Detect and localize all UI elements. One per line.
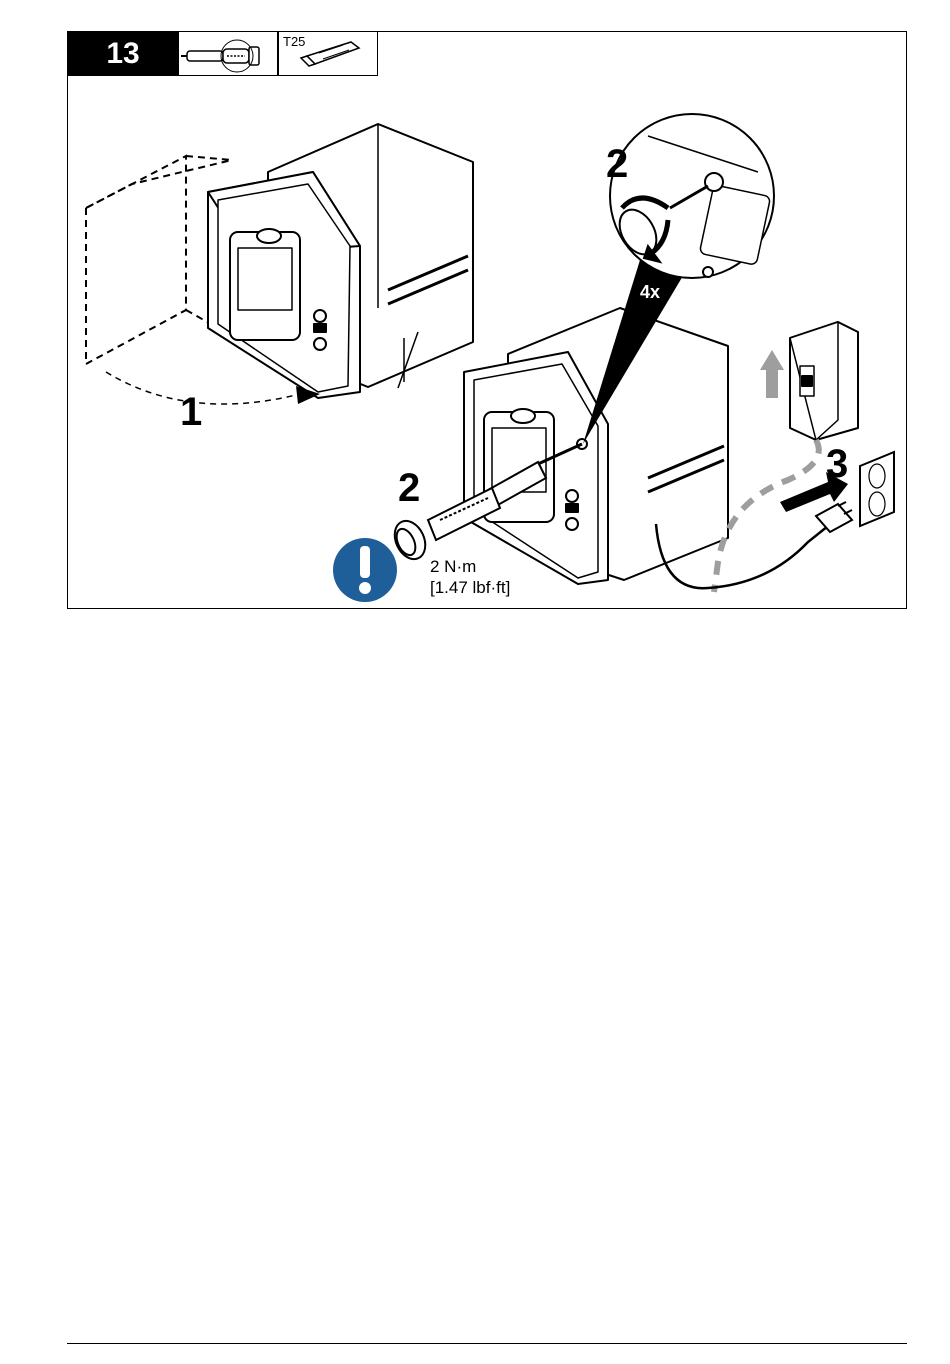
torque-spec: 2 N·m [1.47 lbf·ft] bbox=[430, 556, 510, 598]
callout-step-2-detail: 2 bbox=[606, 144, 628, 184]
exclamation-notice-icon bbox=[333, 538, 397, 602]
repeat-count-badge: 4x bbox=[640, 282, 660, 303]
callout-step-2-driver: 2 bbox=[398, 468, 420, 508]
torque-metric: 2 N·m bbox=[430, 556, 510, 577]
power-plug bbox=[816, 502, 852, 532]
torque-imperial: [1.47 lbf·ft] bbox=[430, 577, 510, 598]
controller-left bbox=[208, 124, 473, 398]
detail-magnifier bbox=[610, 114, 774, 278]
power-switch-box bbox=[790, 322, 858, 440]
callout-step-3: 3 bbox=[826, 444, 848, 484]
wall-outlet bbox=[860, 452, 894, 526]
instruction-figure: 13 T25 bbox=[67, 31, 907, 609]
controller-right bbox=[464, 308, 728, 584]
insert-arrow-path bbox=[106, 372, 300, 404]
footer-rule bbox=[67, 1343, 907, 1344]
switch-up-arrow bbox=[760, 350, 784, 398]
callout-step-1: 1 bbox=[180, 392, 202, 432]
switch-cable-dashed bbox=[714, 440, 819, 592]
installation-diagram bbox=[68, 32, 908, 610]
